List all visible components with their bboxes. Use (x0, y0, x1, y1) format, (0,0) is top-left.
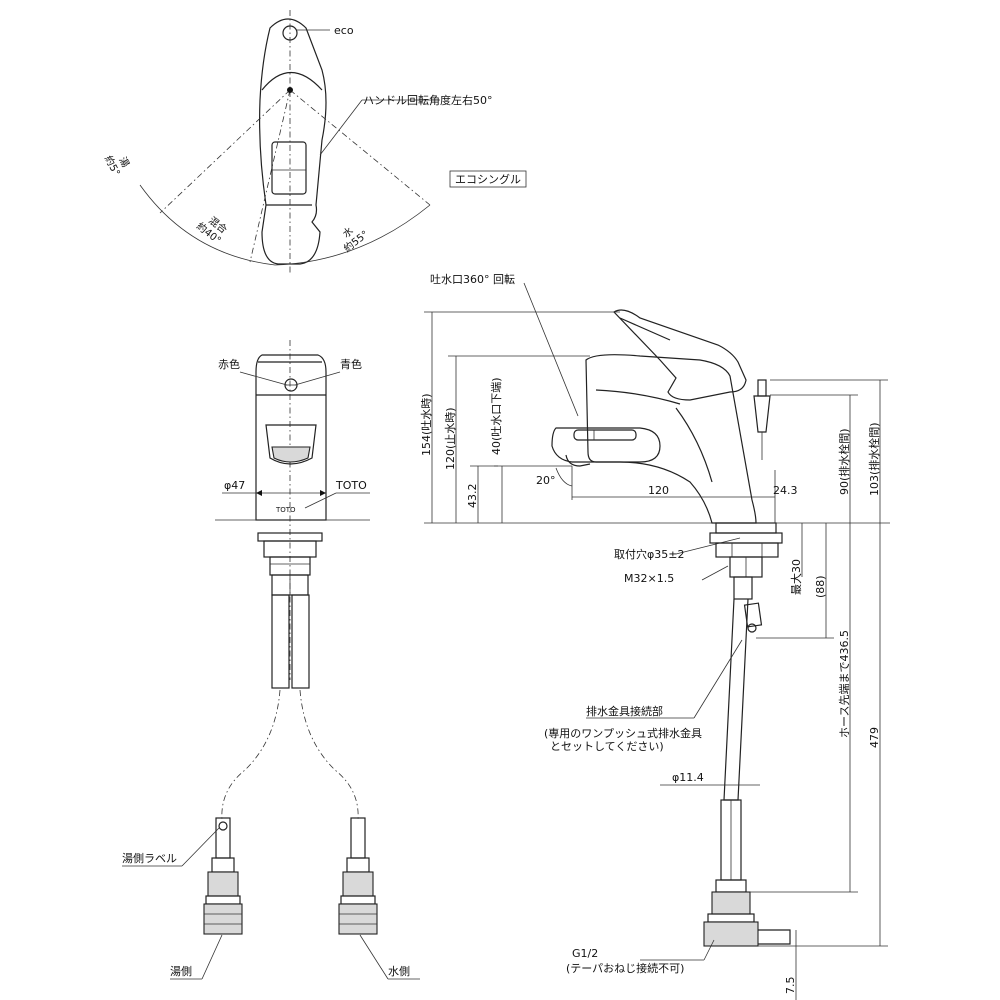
max-30-label: 最大30 (789, 559, 803, 595)
taper-note-label: (テーパおねじ接続不可) (566, 961, 684, 975)
blue-label: 青色 (340, 357, 362, 371)
cold-side-label: 水側 (388, 965, 410, 978)
series-box (449, 170, 527, 188)
top-view: eco ハンドル回転角度左右50° 湯 約5° 混合 約40° 水 約55° エ… (102, 10, 527, 275)
hose-diameter-label: φ11.4 (672, 771, 704, 784)
thread-label: M32×1.5 (624, 572, 674, 585)
dim-103-label: 103(排水栓間) (867, 422, 881, 496)
red-label: 赤色 (218, 357, 240, 371)
spout-rotation-label: 吐水口360° 回転 (430, 273, 515, 286)
side-view: 吐水口360° 回転 154(吐水時) 120(止水時) 40(吐水口下端) 4… (420, 273, 890, 1000)
front-view: TOTO 赤色 青色 φ4 (122, 340, 420, 980)
drain-connector-icon (747, 623, 757, 633)
dim-120-horizontal-label: 120 (648, 484, 669, 497)
g-thread-label: G1/2 (572, 947, 598, 960)
drain-note-line-1: (専用のワンプッシュ式排水金具 (544, 726, 702, 740)
dim-40-label: 40(吐水口下端) (490, 377, 503, 455)
pivot-point-icon (287, 87, 293, 93)
hot-side-label-tag: 湯側ラベル (122, 852, 177, 865)
dim-43-2-label: 43.2 (466, 484, 479, 509)
hot-side-label-tag-icon (218, 821, 228, 831)
drain-note-line-2: とセットしてください) (550, 740, 664, 753)
body-logo: TOTO (275, 506, 296, 514)
handle-rotation-label: ハンドル回転角度左右50° (363, 93, 493, 107)
dim-90-label: 90(排水栓間) (837, 428, 851, 495)
mount-hole-label: 取付穴φ35±2 (614, 547, 684, 561)
eco-label: eco (334, 24, 354, 37)
dim-154-label: 154(吐水時) (420, 393, 433, 456)
hose-length-label: ホース先端まで436.5 (838, 630, 851, 738)
dim-88-label: (88) (814, 575, 827, 598)
drain-connection-label: 排水金具接続部 (586, 704, 663, 718)
dim-7-5-label: 7.5 (784, 977, 797, 995)
diameter-label: φ47 (224, 479, 245, 492)
dim-120-label: 120(止水時) (444, 407, 457, 470)
dim-24-3-label: 24.3 (773, 484, 798, 497)
series-box-label: エコシングル (455, 172, 521, 186)
dim-479-label: 479 (868, 727, 881, 748)
angle-20-label: 20° (536, 474, 556, 487)
brand-label: TOTO (335, 479, 367, 492)
hot-side-label: 湯側 (170, 965, 192, 978)
